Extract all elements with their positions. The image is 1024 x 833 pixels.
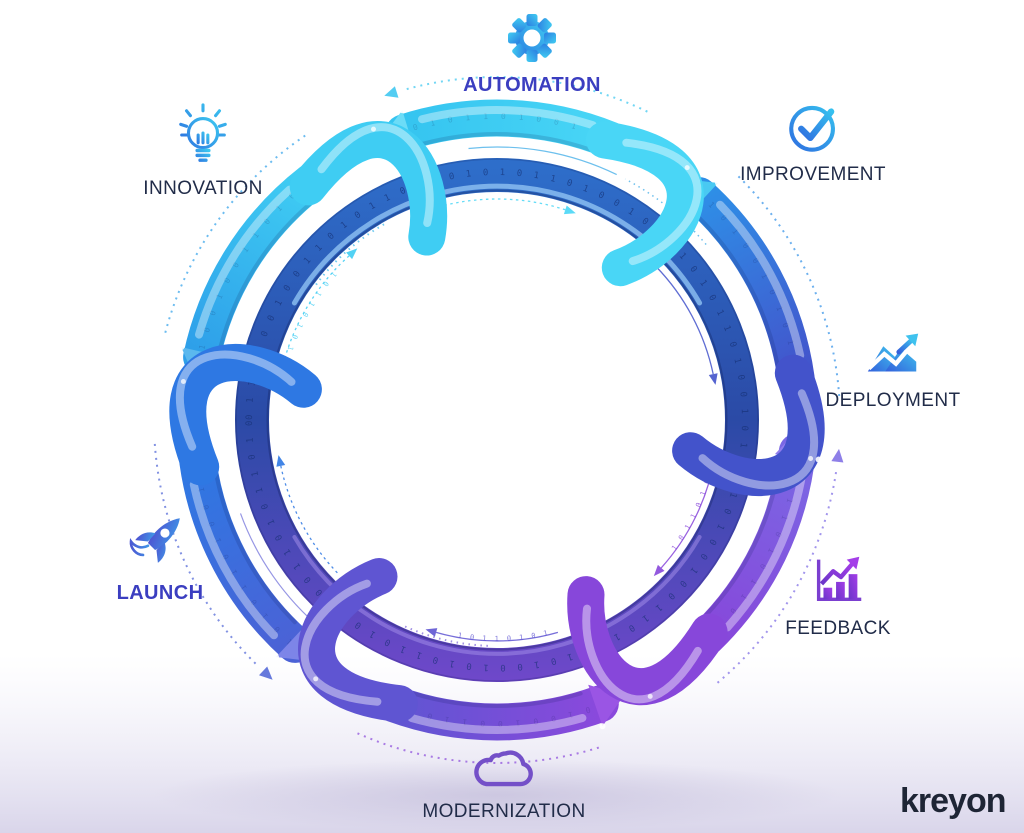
hook-arrow-lower-left (169, 344, 322, 486)
flow-band-upper-left (183, 163, 330, 376)
rocket-icon (129, 518, 180, 563)
hook-arrow-bottom (298, 558, 418, 723)
stage-label-launch: LAUNCH (116, 582, 204, 604)
stage-automation: AUTOMATION (412, 10, 652, 97)
stage-improvement: IMPROVEMENT (713, 98, 913, 186)
stage-feedback: FEEDBACK (738, 548, 938, 640)
stage-launch: LAUNCH (60, 502, 260, 605)
flow-band-bottom (375, 685, 619, 741)
check-circle-icon (789, 105, 835, 152)
stage-innovation: INNOVATION (103, 100, 303, 200)
hook-arrow-top (586, 121, 704, 287)
stage-label-automation: AUTOMATION (463, 74, 601, 96)
gear-icon (508, 14, 556, 62)
flow-band-top (385, 99, 629, 159)
lightbulb-icon (179, 103, 227, 162)
flow-band-lower-left (179, 443, 314, 663)
growth-chart-icon (867, 333, 919, 372)
hook-arrow-lower-right (567, 576, 728, 705)
flow-band-upper-right (680, 177, 815, 397)
stage-modernization: MODERNIZATION (384, 742, 624, 823)
stage-label-modernization: MODERNIZATION (422, 801, 586, 822)
hook-arrow-upper-right (672, 354, 825, 496)
stage-label-feedback: FEEDBACK (785, 618, 891, 639)
stage-label-deployment: DEPLOYMENT (825, 390, 961, 411)
hook-arrow-upper-left (289, 121, 448, 256)
stage-deployment: DEPLOYMENT (793, 326, 993, 412)
stage-label-innovation: INNOVATION (143, 178, 263, 199)
stage-label-improvement: IMPROVEMENT (740, 164, 886, 185)
cloud-icon (474, 750, 533, 787)
brand-logo: kreyon (900, 782, 1006, 820)
bar-chart-icon (816, 556, 862, 602)
